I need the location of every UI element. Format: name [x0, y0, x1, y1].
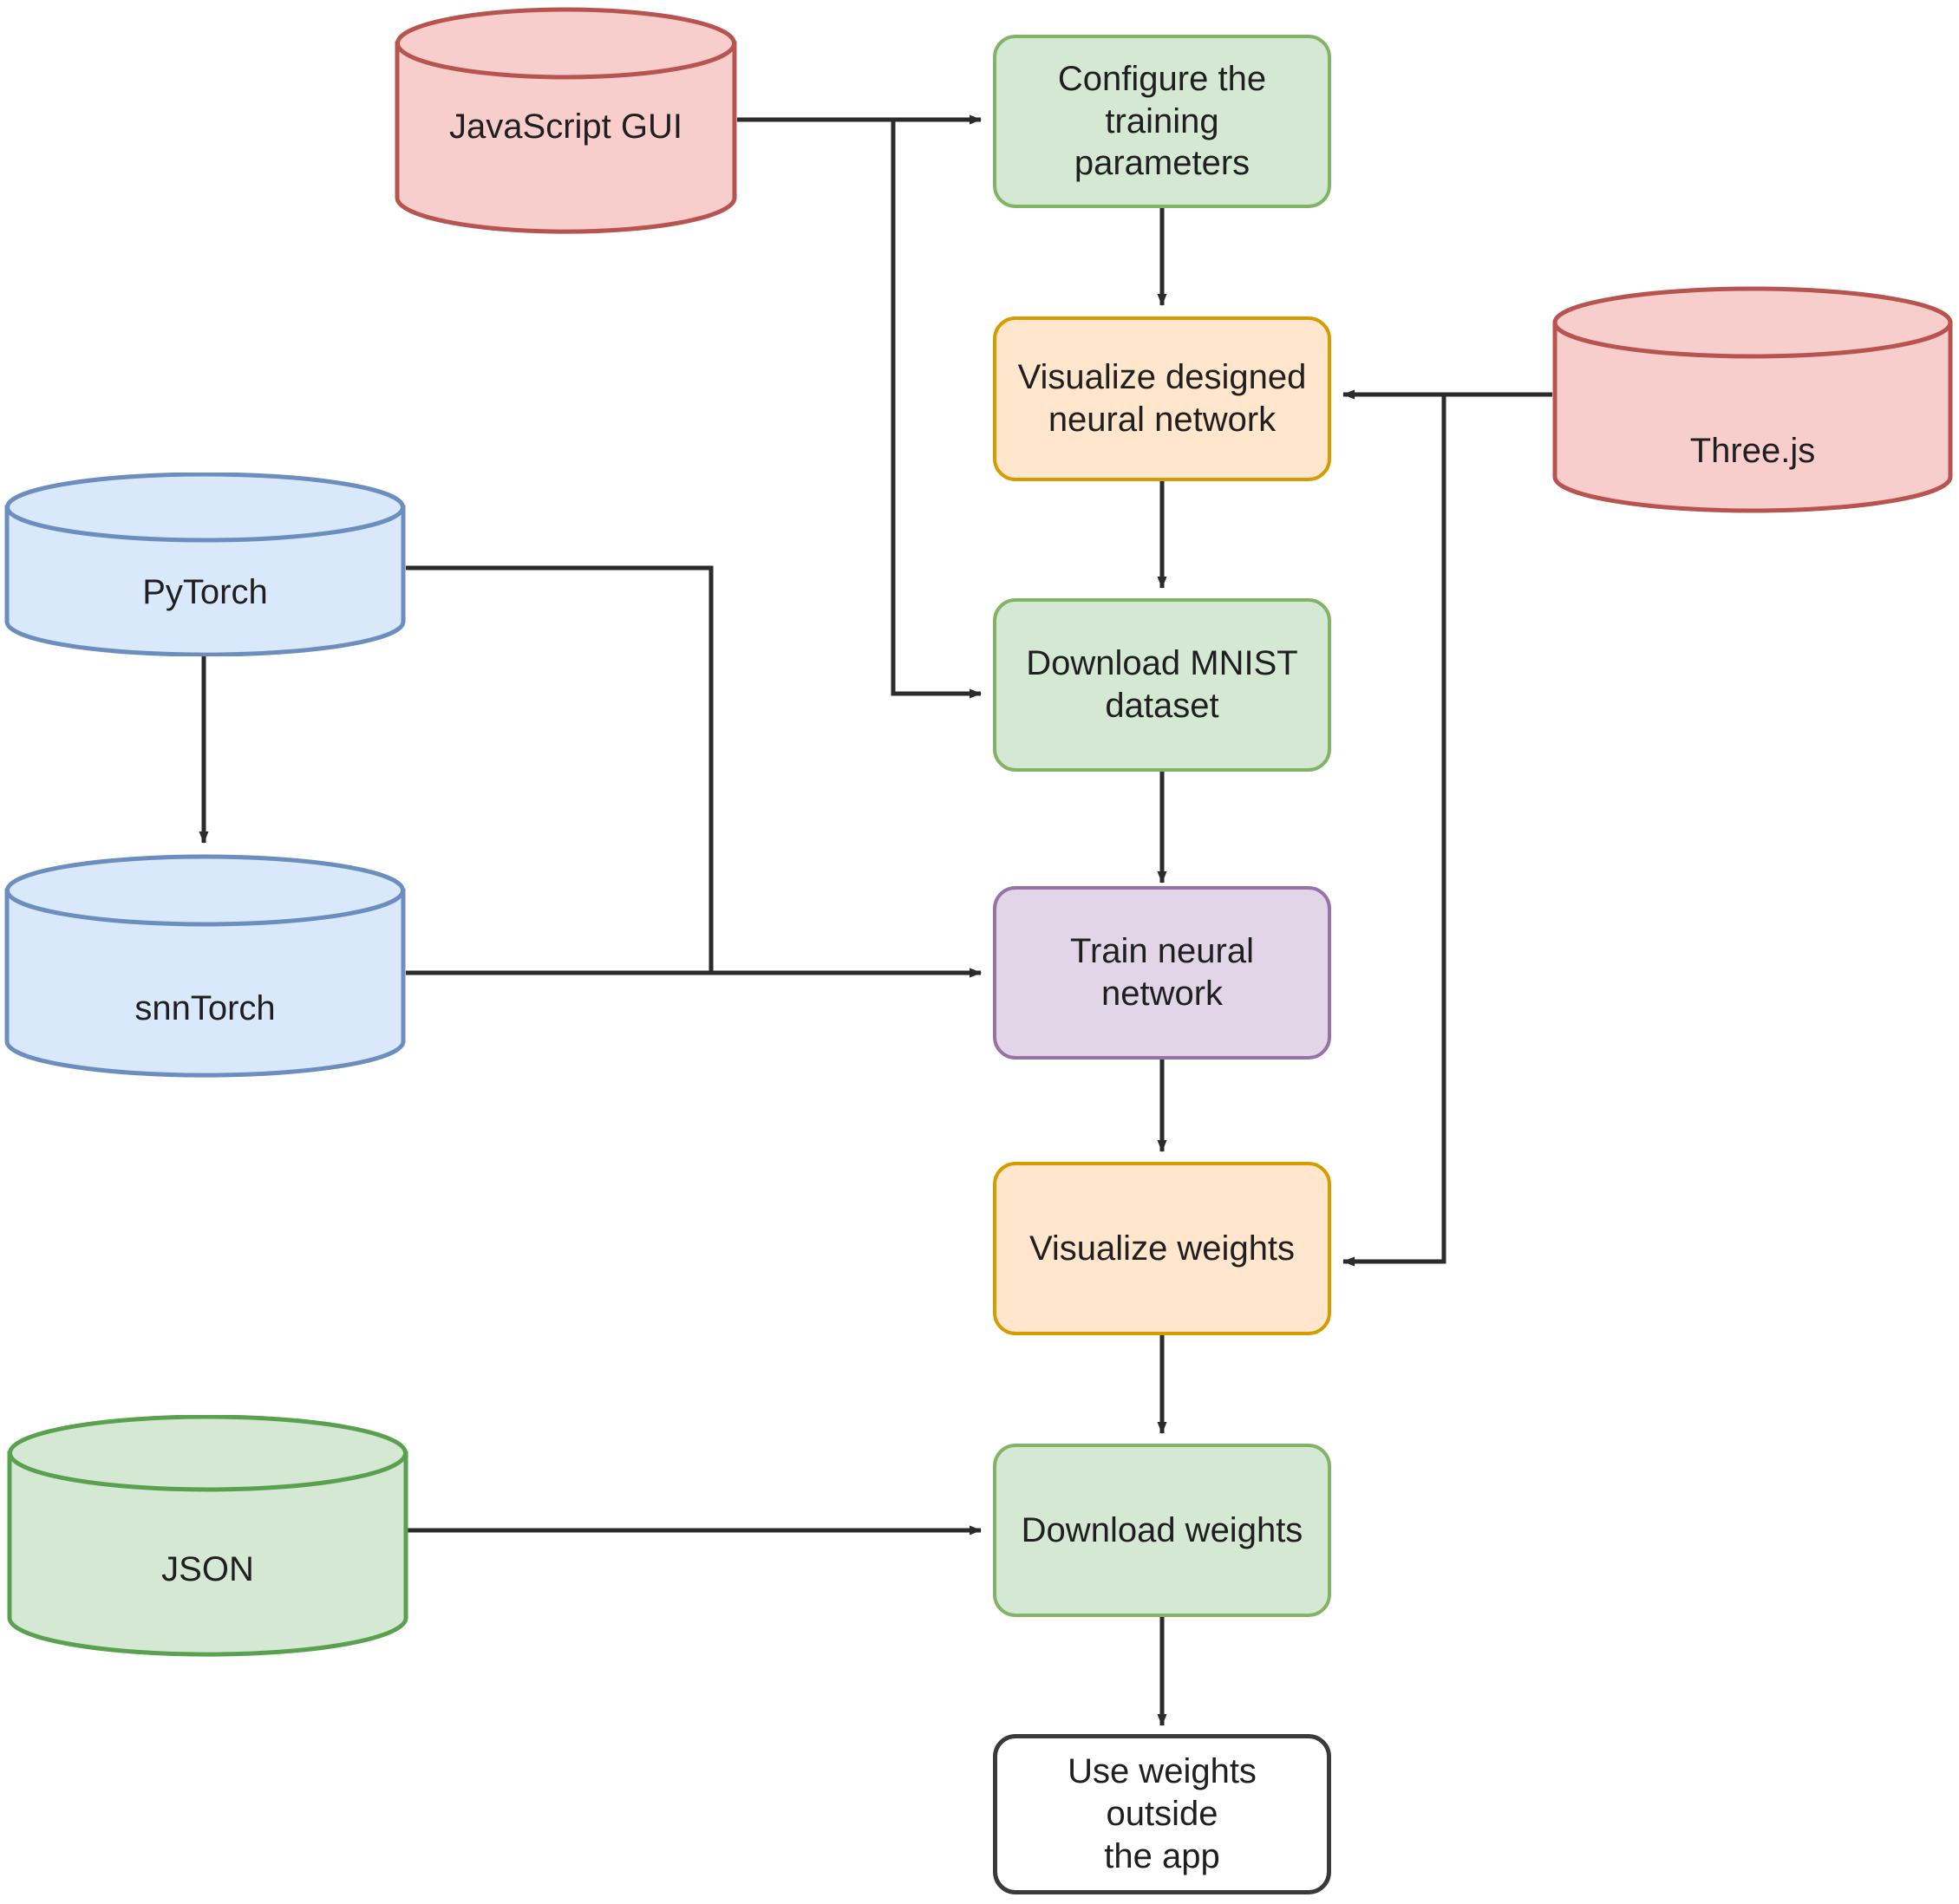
- node-label: Three.js: [1689, 432, 1816, 470]
- node-visualize-weights[interactable]: Visualize weights: [993, 1162, 1331, 1335]
- node-label: snnTorch: [134, 989, 276, 1027]
- cylinder-shape: [1552, 286, 1953, 513]
- node-label: Configure the training parameters: [1057, 59, 1267, 183]
- cylinder-shape: [7, 1415, 408, 1657]
- edge-pytorch-to-train: [406, 565, 982, 978]
- node-label: Download MNIST dataset: [1026, 644, 1298, 725]
- node-label: Train neural network: [1070, 932, 1254, 1013]
- node-label: Use weights outside the app: [1068, 1752, 1257, 1875]
- node-pytorch[interactable]: PyTorch: [4, 473, 406, 656]
- node-download-weights[interactable]: Download weights: [993, 1444, 1331, 1617]
- node-snntorch[interactable]: snnTorch: [4, 854, 406, 1078]
- node-download-mnist[interactable]: Download MNIST dataset: [993, 598, 1331, 772]
- edge-jsgui-to-download-mnist: [891, 120, 982, 699]
- node-label: JSON: [161, 1550, 254, 1588]
- node-label: Download weights: [1021, 1510, 1303, 1549]
- node-label: Visualize weights: [1028, 1229, 1296, 1268]
- edge-threejs-to-visualize-weights: [1342, 394, 1446, 1267]
- node-label: Visualize designed neural network: [1017, 358, 1307, 439]
- node-javascript-gui[interactable]: JavaScript GUI: [395, 7, 737, 234]
- node-threejs[interactable]: Three.js: [1552, 286, 1953, 513]
- node-label: JavaScript GUI: [449, 108, 682, 146]
- cylinder-shape: [4, 854, 406, 1078]
- cylinder-shape: [4, 473, 406, 656]
- cylinder-shape: [395, 7, 737, 234]
- node-visualize-network[interactable]: Visualize designed neural network: [993, 316, 1331, 481]
- node-train-network[interactable]: Train neural network: [993, 886, 1331, 1060]
- node-configure-params[interactable]: Configure the training parameters: [993, 35, 1331, 208]
- node-use-weights[interactable]: Use weights outside the app: [993, 1734, 1331, 1894]
- node-json[interactable]: JSON: [7, 1415, 408, 1658]
- node-label: PyTorch: [142, 573, 268, 611]
